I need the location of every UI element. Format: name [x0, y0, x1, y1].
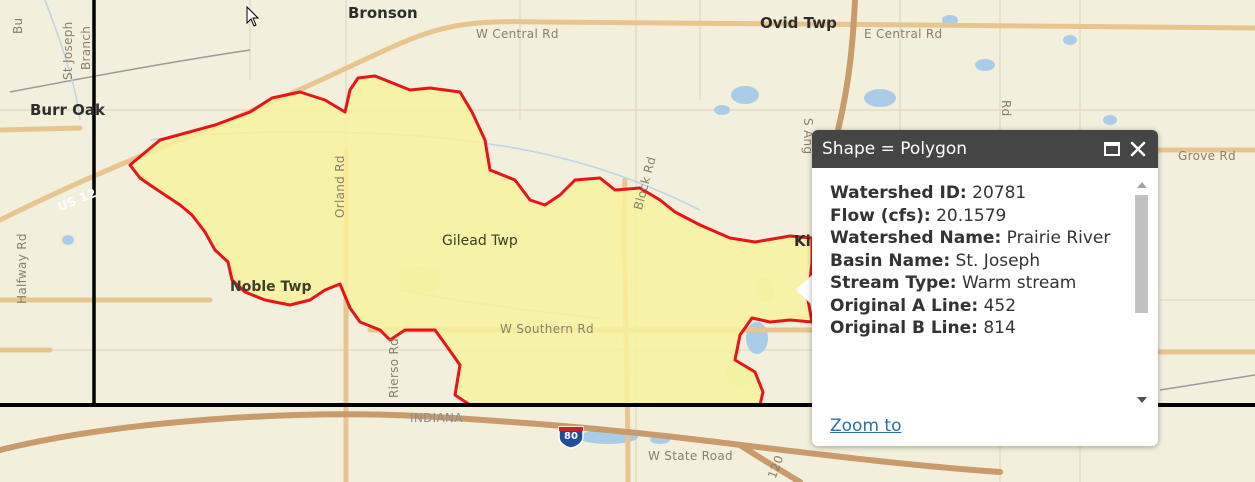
road-label-orland: Orland Rd: [333, 155, 347, 218]
road-label-branch: Branch: [79, 25, 93, 70]
interstate-shield-icon: 80: [557, 423, 585, 449]
road-label-w-central: W Central Rd: [476, 27, 559, 41]
mouse-cursor-icon: [246, 6, 260, 27]
road-label-st-joseph: St Joseph: [61, 21, 75, 80]
maximize-icon[interactable]: [1102, 139, 1122, 159]
attribute-row: Stream Type: Warm stream: [830, 273, 1077, 293]
popup-scrollbar[interactable]: [1133, 176, 1150, 408]
road-label-w-southern: W Southern Rd: [500, 322, 594, 336]
attribute-row: Watershed ID: 20781: [830, 183, 1027, 203]
road-label-rierson: Rierso Rd: [387, 337, 401, 398]
attribute-row: Original A Line: 452: [830, 295, 1017, 316]
zoom-to-link[interactable]: Zoom to: [830, 416, 902, 436]
popup-title: Shape = Polygon: [822, 139, 968, 159]
attribute-row: Flow (cfs): 20.1579: [830, 205, 1007, 226]
place-label-bronson: Bronson: [348, 4, 418, 22]
township-label-gilead: Gilead Twp: [442, 233, 518, 249]
attribute-row: Basin Name: St. Joseph: [830, 250, 1041, 271]
township-label-noble: Noble Twp: [230, 279, 312, 295]
road-label-w-state: W State Road: [648, 449, 733, 463]
popup-header: Shape = Polygon: [812, 130, 1158, 168]
attribute-row: Original B Line: 814: [830, 318, 1016, 338]
place-label-burr-oak: Burr Oak: [30, 101, 105, 119]
road-label-e-central: E Central Rd: [864, 27, 943, 41]
road-label-grove: Grove Rd: [1178, 149, 1236, 163]
scroll-down-icon[interactable]: [1133, 391, 1150, 408]
feature-popup: Shape = Polygon Watershed ID: 20781 Flow…: [812, 130, 1158, 446]
road-label-bu: Bu: [11, 17, 25, 34]
attribute-row: Watershed Name: Prairie River: [830, 228, 1111, 248]
scroll-up-icon[interactable]: [1133, 176, 1150, 193]
state-label-indiana: INDIANA: [410, 411, 463, 425]
popup-attributes: Watershed ID: 20781 Flow (cfs): 20.1579 …: [812, 168, 1158, 412]
popup-pointer: [796, 274, 813, 306]
scroll-thumb[interactable]: [1135, 195, 1148, 313]
place-label-ovid: Ovid Twp: [760, 14, 837, 32]
close-icon[interactable]: [1128, 139, 1148, 159]
interstate-number: 80: [564, 431, 578, 442]
road-label-halfway: Halfway Rd: [15, 233, 29, 304]
road-label-rd-right: Rd: [999, 100, 1013, 117]
place-label-partial: Ki: [794, 232, 811, 250]
